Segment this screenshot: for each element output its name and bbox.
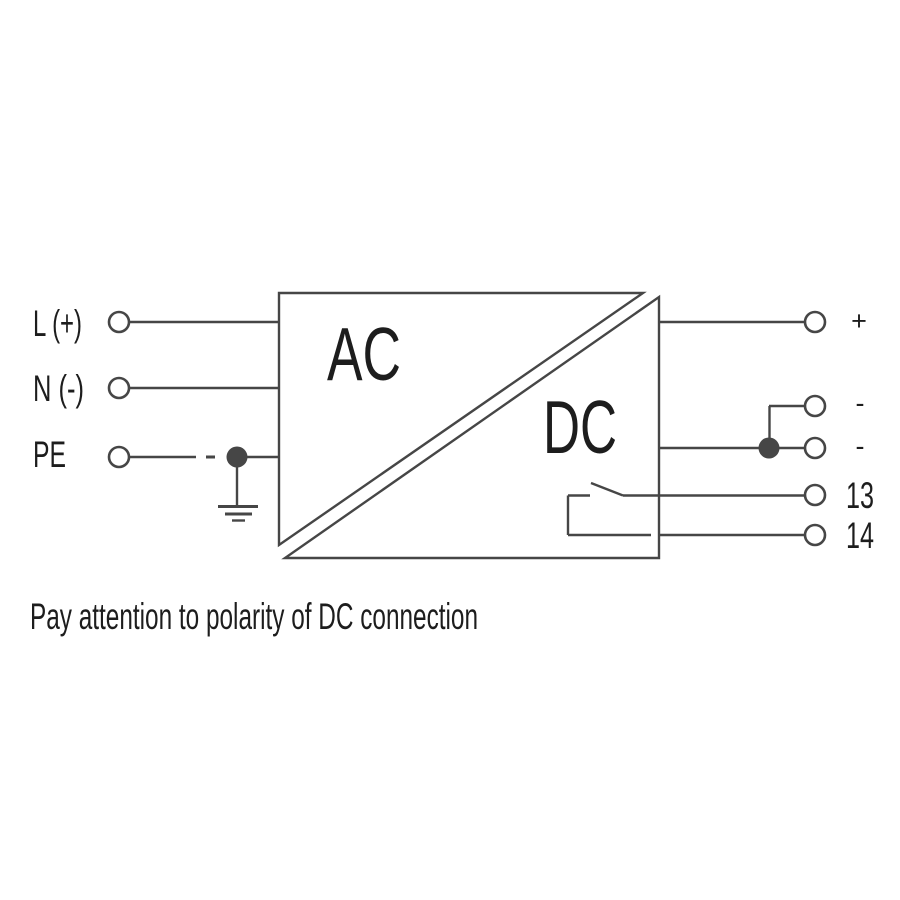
output-label-minus-1: - [856,388,865,418]
dc-label: DC [543,385,617,469]
terminal-minus-2 [803,436,827,460]
terminal-14 [803,523,827,547]
output-label-minus-2: - [856,431,865,461]
output-label-14: 14 [846,515,874,556]
relay-contact-icon [566,481,651,537]
minus-junction-dot [758,437,780,459]
input-label-pe: PE [33,434,66,475]
ac-label: AC [327,312,401,396]
wiring-lines [107,291,827,560]
terminal-l [107,310,131,334]
converter-box-dc-section [281,294,661,560]
diagram-text: AC DC L (+) N (-) PE + - - 13 14 Pay att… [30,303,874,637]
terminal-plus [803,310,827,334]
terminal-n [107,376,131,400]
junction-dots [226,437,780,468]
polarity-note: Pay attention to polarity of DC connecti… [30,596,478,637]
input-label-l: L (+) [33,303,82,344]
terminal-minus-1 [803,394,827,418]
contact-blade [590,481,624,497]
converter-box-ac-section [277,291,647,548]
input-label-n: N (-) [33,368,84,409]
terminal-13 [803,483,827,507]
output-label-13: 13 [846,475,874,516]
pe-junction-dot [226,446,248,468]
output-label-plus: + [851,306,867,336]
terminal-pe [107,445,131,469]
